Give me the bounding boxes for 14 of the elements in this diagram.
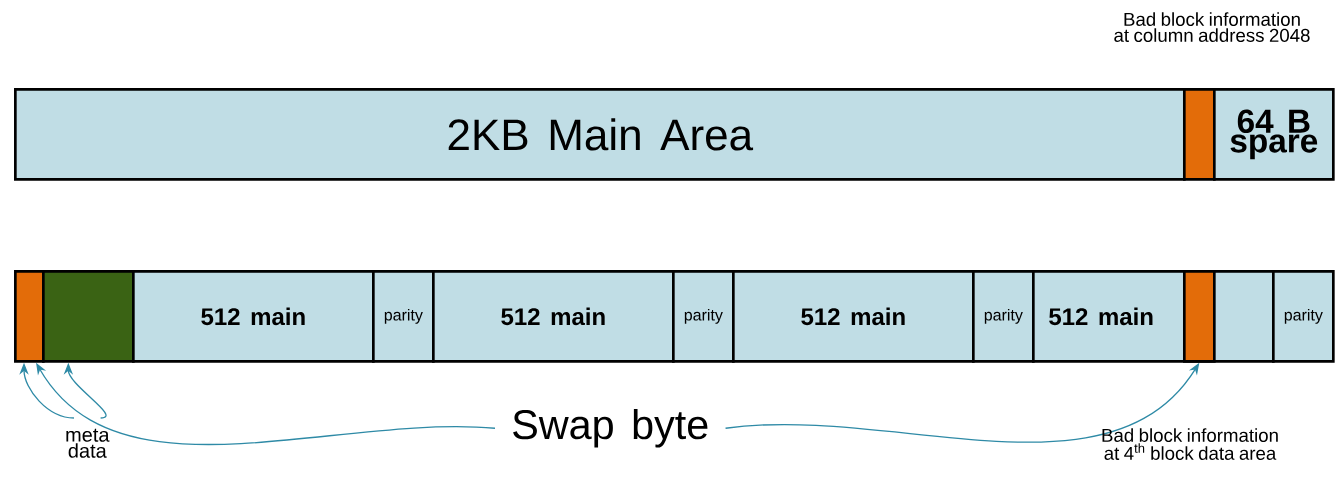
metadata-box	[42, 270, 135, 363]
annotation-text: Bad block information at 4$^{th}$ block data area	[1102, 428, 1278, 460]
annotation-text: Swap byte	[513, 409, 708, 448]
bad-block-marker	[1183, 88, 1216, 181]
parity-box: parity	[672, 270, 735, 363]
spare-area-box: 64 B spare	[1213, 88, 1335, 181]
bad-block-marker	[1183, 270, 1216, 363]
bad-block-marker	[14, 270, 45, 363]
parity-box: parity	[372, 270, 435, 363]
annotation-text: Bad block information at column address 2048	[1114, 12, 1310, 42]
annotation-text: meta data	[66, 428, 110, 458]
main-area-box: 2KB Main Area	[14, 88, 1186, 181]
parity-box: parity	[1272, 270, 1335, 363]
parity-box: parity	[972, 270, 1035, 363]
